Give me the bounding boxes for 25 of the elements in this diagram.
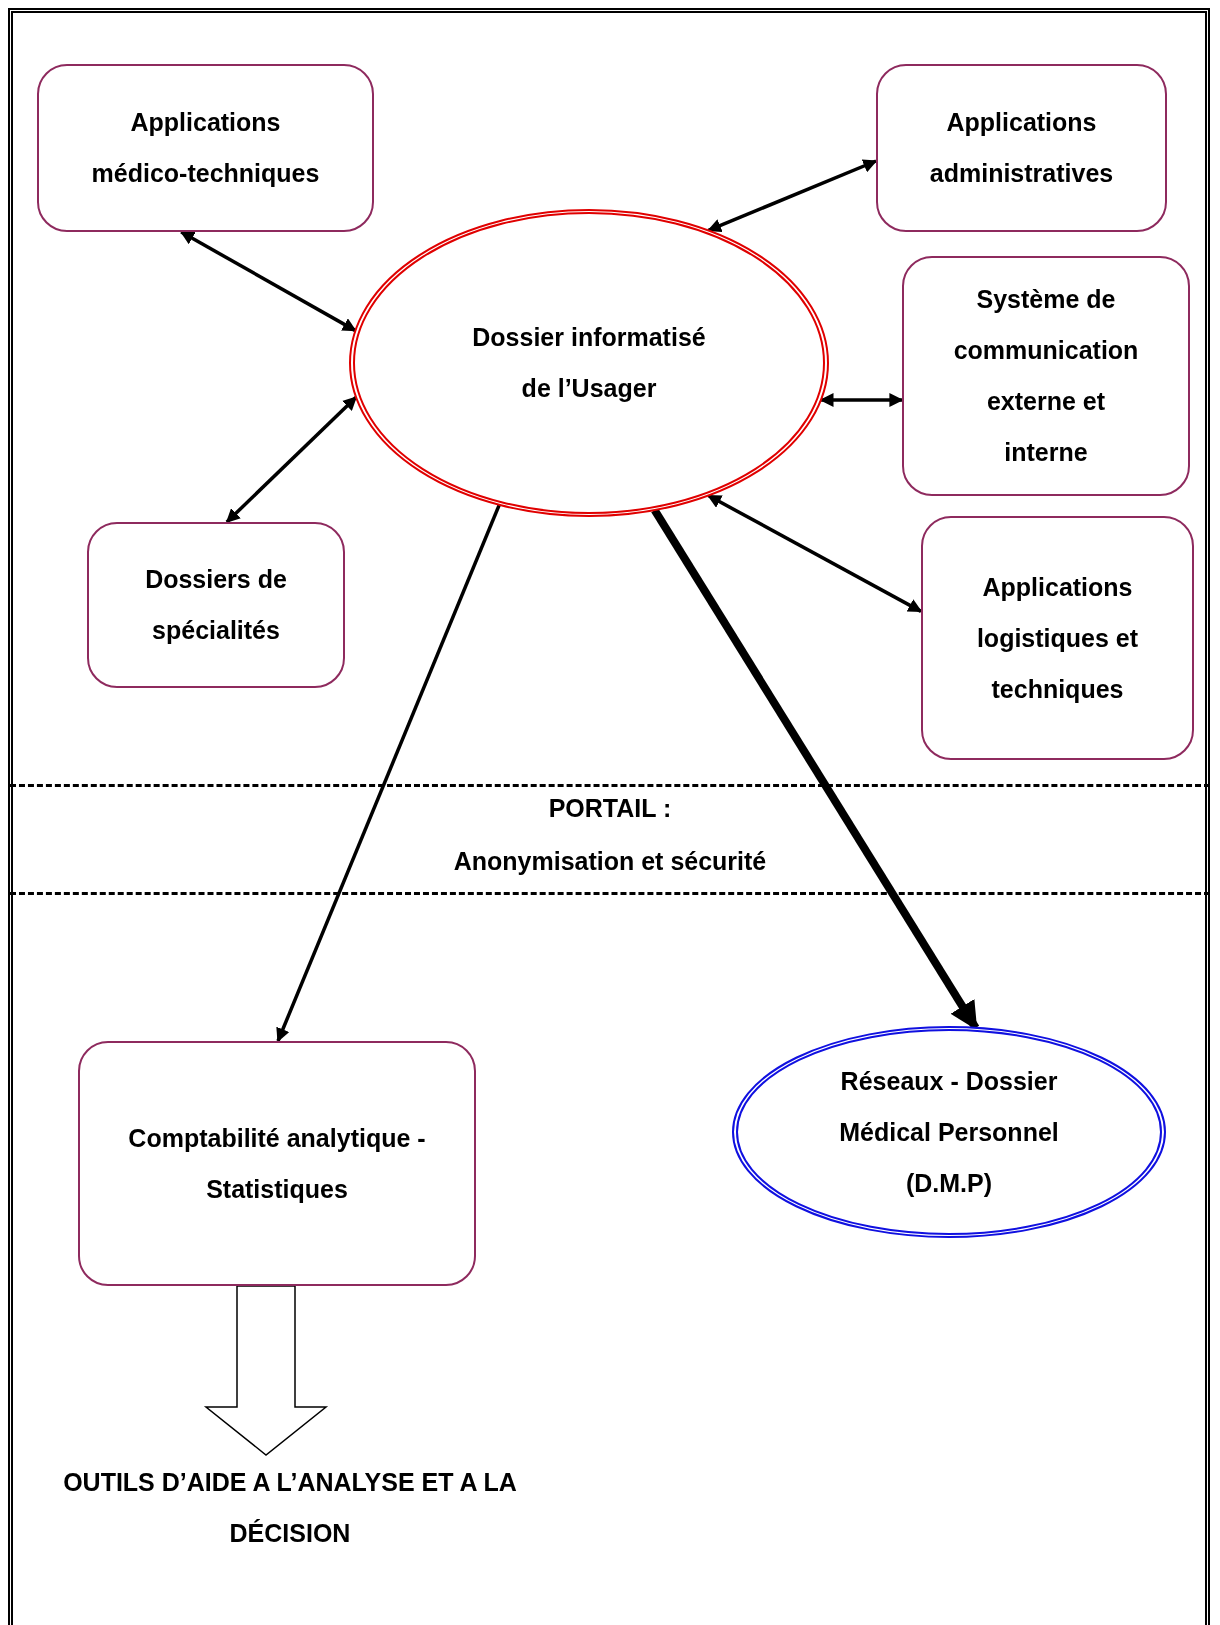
process-box [921, 516, 1194, 760]
node-label: Applications médico-techniques [90, 107, 321, 189]
arrow [225, 395, 358, 524]
node-label: Dossier informatisé de l’Usager [471, 322, 707, 404]
node-label: Réseaux - Dossier Médical Personnel (D.M.P) [838, 1065, 1060, 1199]
arrow [276, 504, 501, 1043]
band-label: Anonymisation et sécurité [453, 847, 767, 875]
process-box [78, 1041, 476, 1286]
process-ellipse [731, 1025, 1167, 1239]
arrow [707, 494, 923, 613]
block-arrow [203, 1285, 329, 1456]
node-label: OUTILS D’AIDE A L’ANALYSE ET A LA DÉCISION [62, 1467, 518, 1549]
node-label: Applications administratives [928, 107, 1115, 189]
process-box [902, 256, 1190, 496]
node-label: Applications logistiques et techniques [975, 571, 1140, 705]
process-box [87, 522, 345, 688]
process-ellipse [348, 208, 830, 518]
process-box [876, 64, 1167, 232]
node-label: Dossiers de spécialités [144, 564, 288, 646]
arrow [707, 159, 878, 233]
process-box [37, 64, 374, 232]
band-label: PORTAIL : [548, 794, 672, 822]
node-label: Système de communication externe et interne [952, 284, 1140, 468]
arrow [180, 230, 357, 333]
node-label: Comptabilité analytique - Statistiques [127, 1122, 427, 1205]
